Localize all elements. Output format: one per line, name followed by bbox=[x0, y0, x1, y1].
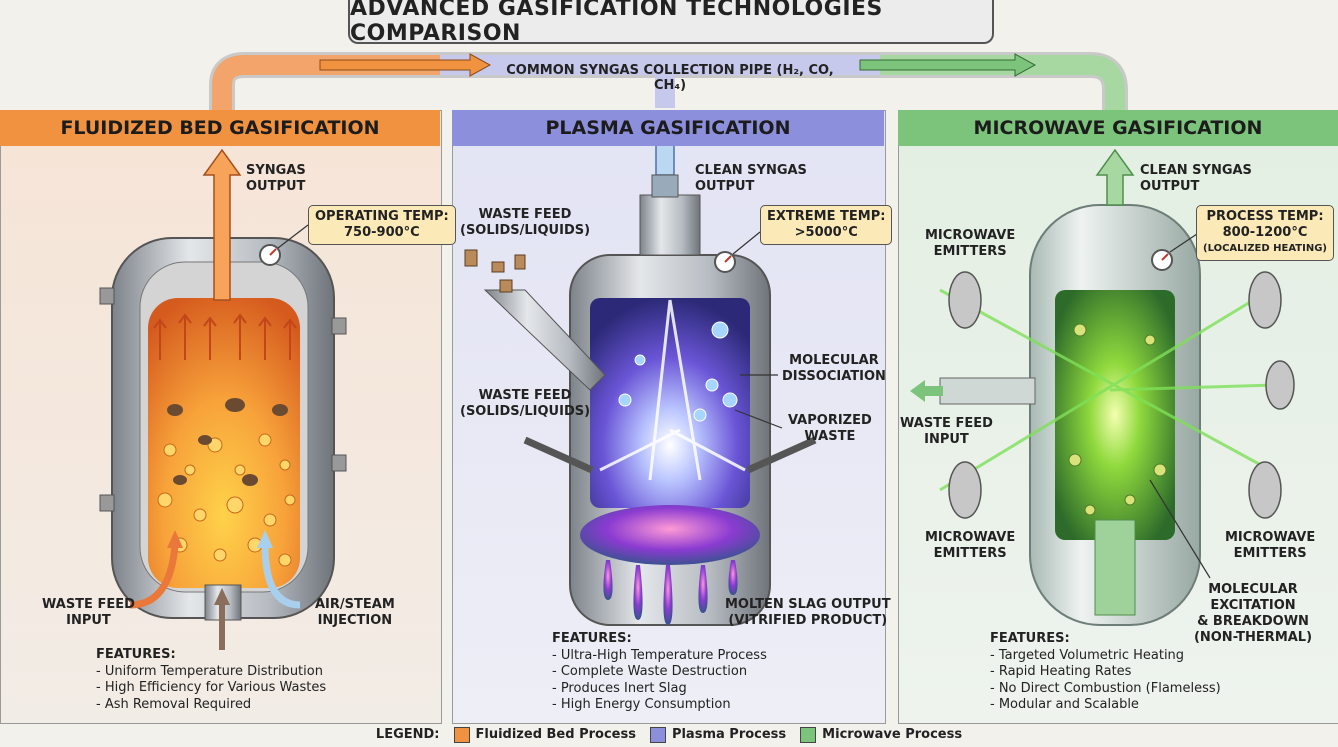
page-title: ADVANCED GASIFICATION TECHNOLOGIES COMPA… bbox=[348, 0, 994, 46]
microwave-excitation-label: MOLECULAR EXCITATION& BREAKDOWN(NON-THER… bbox=[1193, 582, 1313, 645]
legend: LEGEND: Fluidized Bed Process Plasma Pro… bbox=[0, 722, 1338, 747]
legend-item-plasma: Plasma Process bbox=[649, 726, 786, 743]
legend-swatch-microwave bbox=[800, 726, 817, 743]
legend-swatch-fluidized bbox=[453, 726, 470, 743]
legend-swatch-plasma bbox=[649, 726, 666, 743]
fluidized-temp-box: OPERATING TEMP:750-900°C bbox=[308, 205, 456, 245]
plasma-waste-feed-top-label: WASTE FEED(SOLIDS/LIQUIDS) bbox=[460, 207, 591, 238]
legend-item-microwave: Microwave Process bbox=[800, 726, 962, 743]
fluidized-header: FLUIDIZED BED GASIFICATION bbox=[0, 110, 440, 146]
microwave-temp-box: PROCESS TEMP:800-1200°C (LOCALIZED HEATI… bbox=[1196, 205, 1334, 261]
plasma-features: FEATURES: - Ultra-High Temperature Proce… bbox=[552, 631, 767, 712]
plasma-slag-label: MOLTEN SLAG OUTPUT(VITRIFIED PRODUCT) bbox=[725, 597, 891, 628]
plasma-waste-feed-mid-label: WASTE FEED(SOLIDS/LIQUIDS) bbox=[460, 388, 591, 419]
microwave-features: FEATURES: - Targeted Volumetric Heating … bbox=[990, 631, 1221, 712]
pipe-label: COMMON SYNGAS COLLECTION PIPE (H₂, CO, C… bbox=[506, 63, 834, 93]
microwave-header: MICROWAVE GASIFICATION bbox=[898, 110, 1338, 146]
plasma-header: PLASMA GASIFICATION bbox=[452, 110, 884, 146]
legend-item-fluidized: Fluidized Bed Process bbox=[453, 726, 636, 743]
legend-label: LEGEND: bbox=[375, 727, 440, 742]
plasma-temp-box: EXTREME TEMP:>5000°C bbox=[760, 205, 893, 245]
fluidized-features: FEATURES: - Uniform Temperature Distribu… bbox=[96, 647, 327, 712]
